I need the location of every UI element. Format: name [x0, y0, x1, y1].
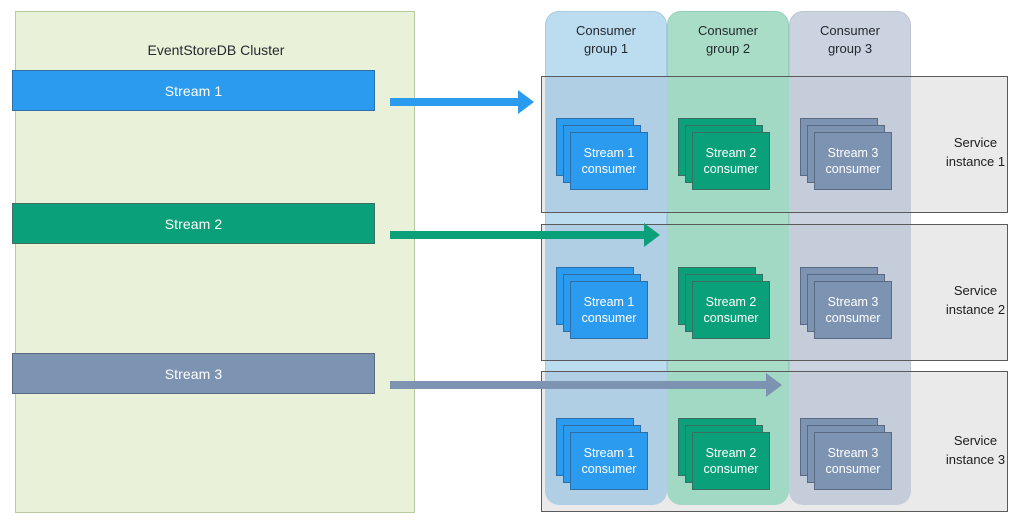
consumer-line-1: Stream 3: [827, 146, 879, 160]
arrow-shaft: [390, 231, 646, 239]
card-front[interactable]: Stream 2 consumer: [692, 132, 770, 190]
service-instance-3-label: Service instance 3: [927, 431, 1024, 469]
arrow-shaft: [390, 381, 768, 389]
consumer-line-1: Stream 3: [827, 446, 879, 460]
card-front[interactable]: Stream 3 consumer: [814, 281, 892, 339]
consumer-card-stack[interactable]: Stream 3 consumer: [800, 267, 892, 339]
card-front[interactable]: Stream 1 consumer: [570, 432, 648, 490]
consumer-line-1: Stream 2: [705, 446, 757, 460]
consumer-card-stack[interactable]: Stream 1 consumer: [556, 118, 648, 190]
card-front[interactable]: Stream 3 consumer: [814, 432, 892, 490]
group-2-line-2: group 2: [705, 41, 751, 56]
consumer-line-2: consumer: [581, 311, 637, 325]
consumer-line-2: consumer: [703, 162, 759, 176]
consumer-line-1: Stream 1: [583, 295, 635, 309]
arrow-head: [766, 373, 782, 397]
arrow-head: [644, 223, 660, 247]
svc-3-line-1: Service: [953, 433, 998, 448]
consumer-card-stack[interactable]: Stream 2 consumer: [678, 418, 770, 490]
card-front[interactable]: Stream 1 consumer: [570, 281, 648, 339]
consumer-card-stack[interactable]: Stream 1 consumer: [556, 418, 648, 490]
consumer-card-stack[interactable]: Stream 3 consumer: [800, 418, 892, 490]
stream-3-bar[interactable]: Stream 3: [12, 353, 375, 394]
consumer-line-2: consumer: [703, 311, 759, 325]
consumer-card-stack[interactable]: Stream 1 consumer: [556, 267, 648, 339]
service-instance-2-label: Service instance 2: [927, 281, 1024, 319]
cluster-title: EventStoreDB Cluster: [147, 42, 285, 58]
group-1-line-2: group 1: [583, 41, 629, 56]
consumer-group-2-label: Consumer group 2: [667, 22, 789, 58]
svc-1-line-1: Service: [953, 135, 998, 150]
consumer-card-stack[interactable]: Stream 2 consumer: [678, 267, 770, 339]
consumer-card-stack[interactable]: Stream 3 consumer: [800, 118, 892, 190]
consumer-line-2: consumer: [825, 162, 881, 176]
card-front[interactable]: Stream 3 consumer: [814, 132, 892, 190]
group-2-line-1: Consumer: [698, 23, 758, 38]
consumer-line-1: Stream 1: [583, 146, 635, 160]
svc-2-line-2: instance 2: [945, 302, 1006, 317]
svc-3-line-2: instance 3: [945, 452, 1006, 467]
consumer-line-1: Stream 2: [705, 295, 757, 309]
group-1-line-1: Consumer: [576, 23, 636, 38]
consumer-line-2: consumer: [581, 162, 637, 176]
consumer-line-2: consumer: [825, 311, 881, 325]
arrow-head: [518, 90, 534, 114]
group-3-line-2: group 3: [827, 41, 873, 56]
svc-1-line-2: instance 1: [945, 154, 1006, 169]
consumer-group-1-label: Consumer group 1: [545, 22, 667, 58]
consumer-line-1: Stream 1: [583, 446, 635, 460]
stream-1-bar[interactable]: Stream 1: [12, 70, 375, 111]
consumer-card-stack[interactable]: Stream 2 consumer: [678, 118, 770, 190]
consumer-line-1: Stream 3: [827, 295, 879, 309]
service-instance-1-label: Service instance 1: [927, 133, 1024, 171]
card-front[interactable]: Stream 1 consumer: [570, 132, 648, 190]
group-3-line-1: Consumer: [820, 23, 880, 38]
card-front[interactable]: Stream 2 consumer: [692, 281, 770, 339]
consumer-line-2: consumer: [825, 462, 881, 476]
consumer-line-2: consumer: [581, 462, 637, 476]
consumer-line-2: consumer: [703, 462, 759, 476]
svc-2-line-1: Service: [953, 283, 998, 298]
consumer-group-3-label: Consumer group 3: [789, 22, 911, 58]
consumer-line-1: Stream 2: [705, 146, 757, 160]
card-front[interactable]: Stream 2 consumer: [692, 432, 770, 490]
stream-2-bar[interactable]: Stream 2: [12, 203, 375, 244]
arrow-shaft: [390, 98, 520, 106]
